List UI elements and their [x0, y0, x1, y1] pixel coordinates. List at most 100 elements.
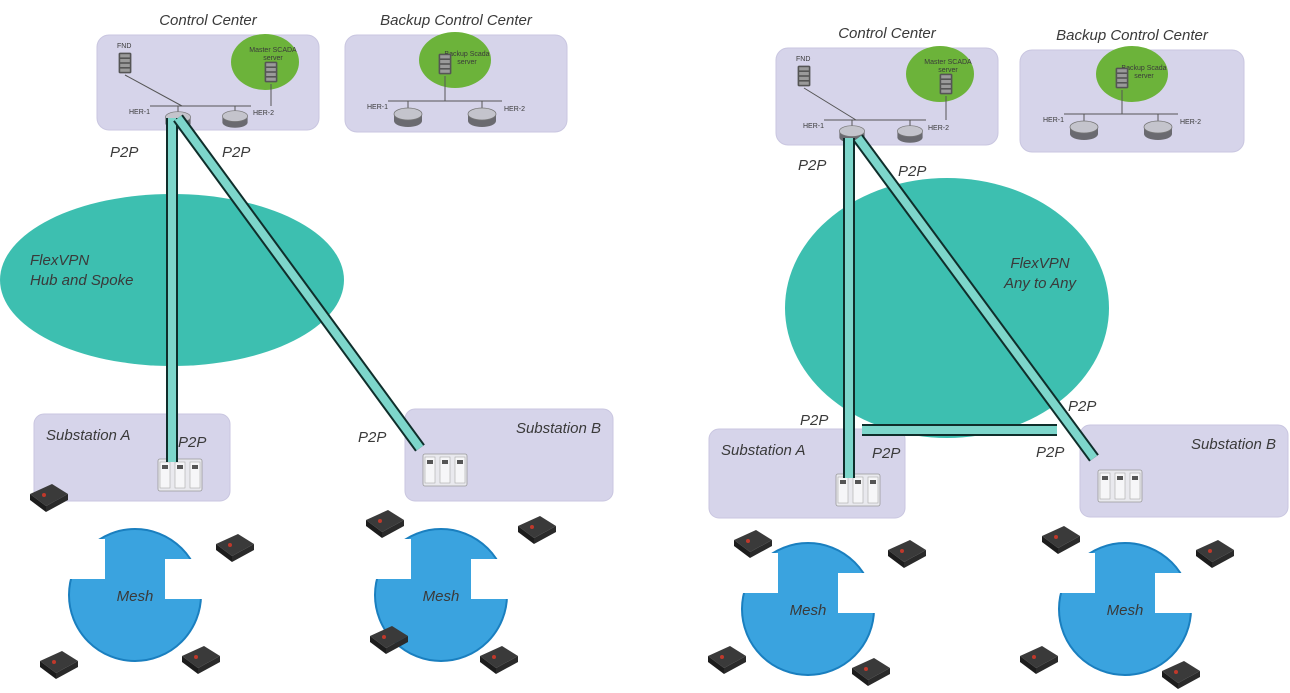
- mesh-notch: [373, 539, 411, 579]
- p2p-label: P2P: [1068, 398, 1096, 415]
- mesh-notch: [67, 539, 105, 579]
- mesh-network: Mesh: [30, 484, 254, 679]
- substation-b: Substation B: [1079, 424, 1289, 518]
- mesh-node-device-icon: [366, 510, 404, 538]
- mesh-node-device-icon: [216, 534, 254, 562]
- backup-scada-label: server: [457, 59, 477, 66]
- p2p-tunnel: [854, 135, 1098, 461]
- backup-center-title: Backup Control Center: [380, 12, 533, 29]
- p2p-label: P2P: [178, 434, 206, 451]
- substation-a-label: Substation A: [46, 427, 131, 444]
- substation-a: Substation A: [708, 428, 906, 519]
- control-center-title: Control Center: [159, 12, 258, 29]
- p2p-label: P2P: [800, 412, 828, 429]
- mesh-node-device-icon: [852, 658, 890, 686]
- mesh-notch: [165, 559, 205, 599]
- router-icon: [393, 107, 423, 128]
- substation-a-label: Substation A: [721, 442, 806, 459]
- backup-her1-label: HER-1: [367, 104, 388, 111]
- mesh-label: Mesh: [117, 588, 154, 605]
- backup-her2-label: HER-2: [1180, 119, 1201, 126]
- flexvpn-cloud: [785, 178, 1109, 438]
- scada-label: Master SCADA: [924, 59, 972, 66]
- lan-line: [803, 87, 857, 121]
- switch-rack-icon: [835, 473, 881, 507]
- backup-her2-label: HER-2: [504, 106, 525, 113]
- backup-center-title: Backup Control Center: [1056, 27, 1209, 44]
- backup-scada-label: Backup Scada: [1121, 65, 1166, 72]
- mesh-node-device-icon: [888, 540, 926, 568]
- router-icon: [222, 110, 248, 129]
- p2p-label: P2P: [1036, 444, 1064, 461]
- fnd-label: FND: [117, 43, 131, 50]
- p2p-label: P2P: [358, 429, 386, 446]
- substation-a: Substation A: [33, 413, 231, 502]
- backup-scada-label: server: [1134, 73, 1154, 80]
- mesh-node-device-icon: [518, 516, 556, 544]
- flexvpn-topology-label: Hub and Spoke: [30, 272, 133, 289]
- mesh-node-device-icon: [1196, 540, 1234, 568]
- her2-label: HER-2: [253, 110, 274, 117]
- mesh-notch: [1155, 573, 1195, 613]
- flexvpn-label: FlexVPN: [1010, 255, 1069, 272]
- mesh-node-device-icon: [1162, 661, 1200, 689]
- mesh-label: Mesh: [423, 588, 460, 605]
- router-icon: [1069, 120, 1099, 141]
- mesh-node-device-icon: [1042, 526, 1080, 554]
- server-stack-icon: [118, 52, 132, 74]
- switch-rack-icon: [157, 458, 203, 492]
- mesh-network: Mesh: [366, 510, 556, 674]
- flexvpn-topology-label: Any to Any: [1003, 275, 1077, 292]
- her2-label: HER-2: [928, 125, 949, 132]
- server-stack-icon: [438, 53, 452, 75]
- substation-b: Substation B: [404, 408, 614, 502]
- router-icon: [1143, 120, 1173, 141]
- server-stack-icon: [939, 73, 953, 95]
- mesh-notch: [471, 559, 511, 599]
- server-stack-icon: [1115, 67, 1129, 89]
- mesh-label: Mesh: [1107, 602, 1144, 619]
- her1-label: HER-1: [803, 123, 824, 130]
- her1-label: HER-1: [129, 109, 150, 116]
- mesh-node-device-icon: [182, 646, 220, 674]
- mesh-node-device-icon: [1020, 646, 1058, 674]
- flexvpn-label: FlexVPN: [30, 252, 89, 269]
- backup-scada-cloud: [1096, 46, 1168, 102]
- p2p-tunnel: [174, 115, 424, 451]
- mesh-notch: [838, 573, 878, 613]
- mesh-node-device-icon: [708, 646, 746, 674]
- p2p-label: P2P: [798, 157, 826, 174]
- mesh-notch: [1057, 553, 1095, 593]
- mesh-node-device-icon: [480, 646, 518, 674]
- mesh-label: Mesh: [790, 602, 827, 619]
- substation-b-label: Substation B: [1191, 436, 1276, 453]
- router-icon: [467, 107, 497, 128]
- server-stack-icon: [264, 61, 278, 83]
- backup-scada-cloud: [419, 32, 491, 88]
- p2p-label: P2P: [222, 144, 250, 161]
- mesh-network: Mesh: [1020, 526, 1234, 689]
- backup-her1-label: HER-1: [1043, 117, 1064, 124]
- switch-rack-icon: [422, 453, 468, 487]
- lan-line: [124, 74, 183, 107]
- mesh-node-device-icon: [40, 651, 78, 679]
- mesh-network: Mesh: [708, 530, 926, 686]
- switch-rack-icon: [1097, 469, 1143, 503]
- p2p-label: P2P: [110, 144, 138, 161]
- p2p-label: P2P: [898, 163, 926, 180]
- backup-scada-label: Backup Scada: [444, 51, 489, 58]
- fnd-label: FND: [796, 56, 810, 63]
- server-stack-icon: [797, 65, 811, 87]
- scada-server-cloud: [906, 46, 974, 102]
- mesh-notch: [740, 553, 778, 593]
- scada-label: server: [263, 55, 283, 62]
- p2p-label: P2P: [872, 445, 900, 462]
- control-center-title: Control Center: [838, 25, 937, 42]
